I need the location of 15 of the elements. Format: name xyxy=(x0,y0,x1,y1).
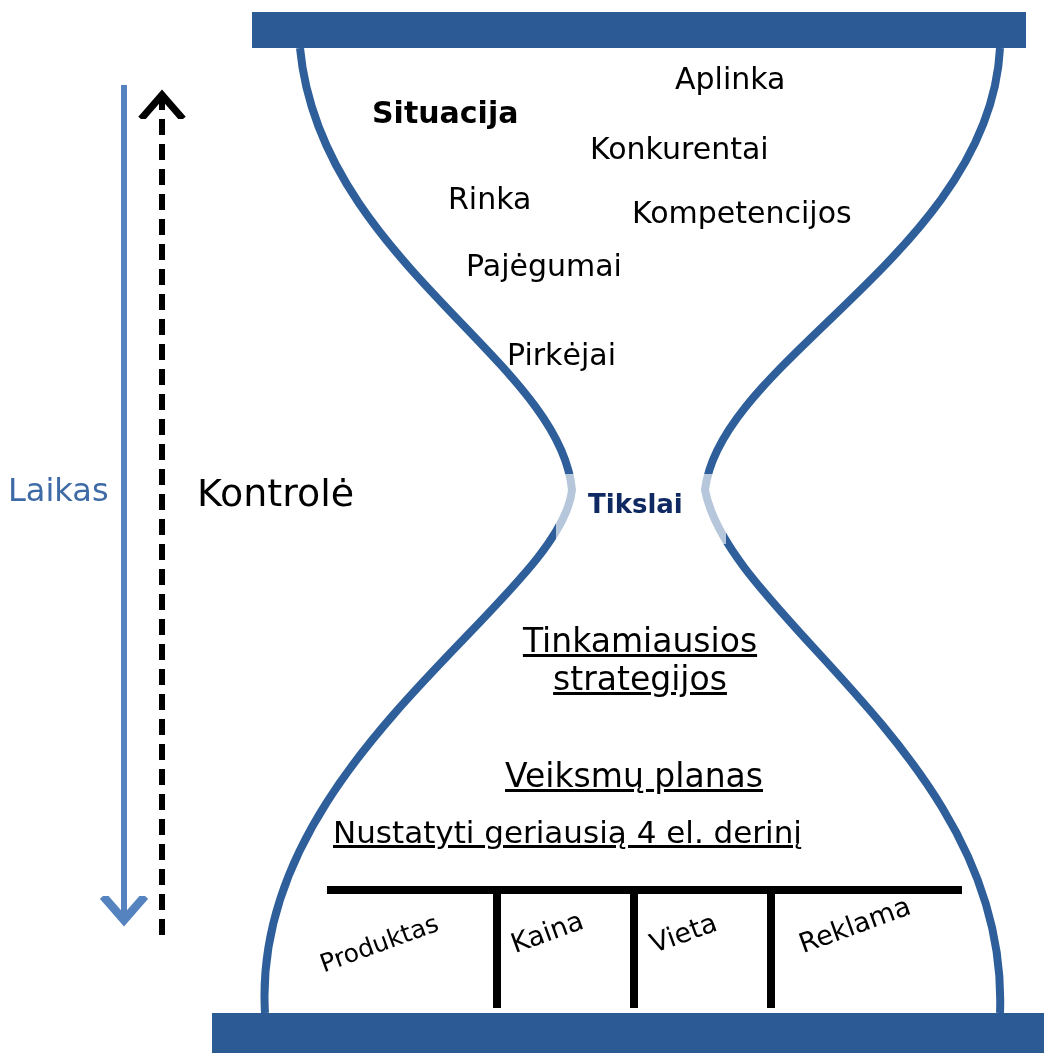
section-heading: Situacija xyxy=(372,96,519,131)
label-text: Kompetencijos xyxy=(632,196,852,231)
column-label: Vieta xyxy=(645,906,721,960)
label-text: Rinka xyxy=(448,182,532,217)
label-text: Konkurentai xyxy=(590,132,769,167)
center-label: Tikslai xyxy=(588,490,683,520)
heading-text: Nustatyti geriausią 4 el. derinį xyxy=(333,815,802,851)
column-label: Kaina xyxy=(506,904,588,960)
label-text: Kontrolė xyxy=(197,472,355,516)
label-text: Pajėgumai xyxy=(466,249,622,284)
heading-text: Tinkamiausios strategijos xyxy=(521,622,759,698)
axis-label: Laikas xyxy=(8,472,109,509)
label-text: Aplinka xyxy=(675,62,786,97)
label-text: Pirkėjai xyxy=(507,338,616,373)
heading-text: Veiksmų planas xyxy=(505,757,763,795)
